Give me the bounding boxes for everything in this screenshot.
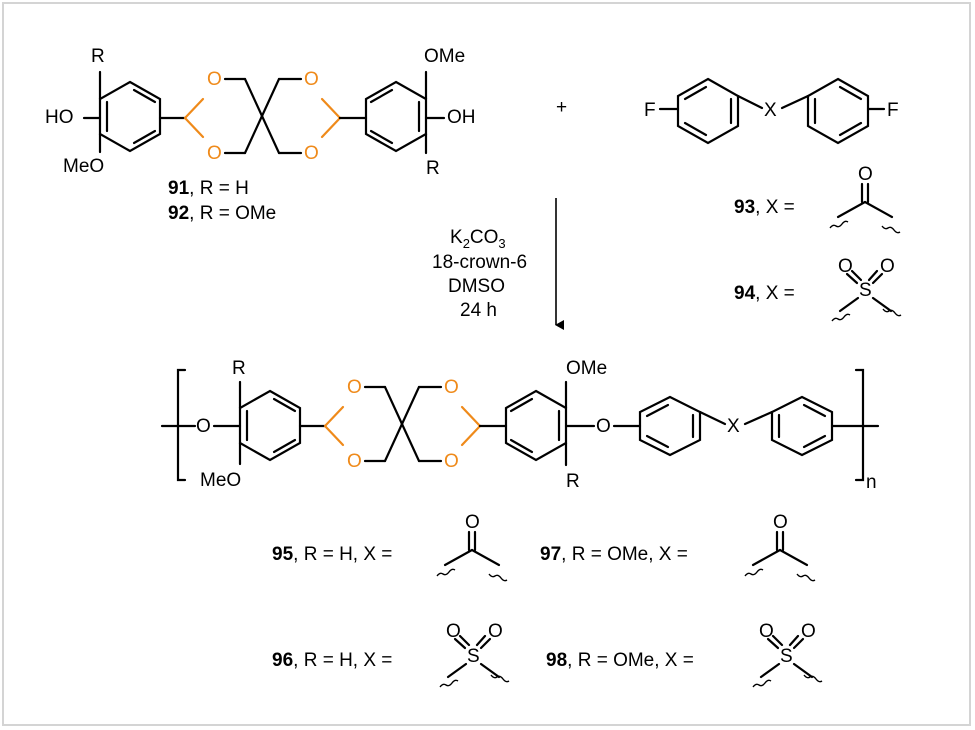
atom-r-bottom-right: R [426, 158, 440, 179]
atom-o-sulfonyl: O [446, 621, 461, 642]
plus-sign: + [556, 97, 567, 118]
condition-time: 24 h [460, 300, 497, 321]
atom-o-carbonyl: O [858, 164, 873, 185]
atom-o-sulfonyl: O [488, 621, 503, 642]
compound-label-92: 92, R = OMe [168, 203, 276, 224]
compound-label-96: 96, R = H, X = [272, 650, 392, 671]
atom-meo-left: MeO [63, 156, 104, 177]
atom-s: S [780, 646, 793, 667]
acetal-oxygen: O [304, 69, 319, 90]
acetal-oxygen: O [207, 143, 222, 164]
atom-o-ether: O [596, 416, 611, 437]
polymer-product: n O R MeO O O O O [160, 358, 880, 493]
atom-o-sulfonyl: O [880, 256, 895, 277]
sulfone-fragment: O O S [831, 256, 902, 322]
atom-o-carbonyl: O [465, 512, 480, 533]
left-phenol-ring [98, 80, 162, 153]
right-phenol-ring [364, 80, 428, 153]
repeat-index: n [866, 472, 877, 493]
atom-o-sulfonyl: O [759, 621, 774, 642]
atom-f-left: F [644, 100, 656, 121]
spiro-acetal-core: O O O O [183, 69, 342, 164]
compound-label-97: 97, R = OMe, X = [540, 544, 688, 565]
acetal-oxygen: O [347, 451, 362, 472]
atom-o-ether: O [196, 416, 211, 437]
compound-label-94: 94, X = [734, 283, 795, 304]
atom-meo-polymer: MeO [200, 470, 241, 491]
sulfone-fragment: O O S [439, 621, 510, 688]
acetal-oxygen: O [444, 451, 459, 472]
atom-o-sulfonyl: O [801, 621, 816, 642]
atom-s: S [859, 280, 872, 301]
sulfone-fragment: O O S [752, 621, 823, 688]
compound-label-98: 98, R = OMe, X = [546, 650, 694, 671]
compound-label-95: 95, R = H, X = [272, 544, 392, 565]
acetal-oxygen: O [304, 143, 319, 164]
atom-s: S [467, 646, 480, 667]
condition-solvent: DMSO [448, 276, 505, 297]
compound-label-93: 93, X = [734, 197, 795, 218]
atom-r-polymer-top: R [232, 358, 246, 379]
atom-x-polymer: X [727, 416, 740, 437]
reactant-difluoro: F X F [644, 77, 899, 145]
atom-x-linker: X [764, 100, 777, 121]
acetal-oxygen: O [207, 69, 222, 90]
acetal-oxygen: O [444, 377, 459, 398]
reactant-spiro-diphenol: R HO MeO O O O O [45, 46, 476, 179]
atom-ho-left: HO [45, 107, 74, 128]
atom-r-polymer-bottom: R [566, 471, 580, 492]
ketone-fragment: O [744, 512, 816, 582]
compound-label-91: 91, R = H [168, 178, 249, 199]
atom-o-sulfonyl: O [838, 256, 853, 277]
atom-f-right: F [887, 100, 899, 121]
condition-base: K2CO3 [450, 227, 506, 251]
condition-crown-ether: 18-crown-6 [432, 252, 527, 273]
ketone-fragment: O [829, 164, 901, 234]
ketone-fragment: O [436, 512, 508, 582]
atom-r-top-left: R [91, 46, 105, 67]
acetal-oxygen: O [347, 377, 362, 398]
atom-oh-right: OH [447, 107, 476, 128]
atom-o-carbonyl: O [773, 512, 788, 533]
atom-ome-polymer: OMe [566, 358, 607, 379]
atom-ome-right: OMe [424, 46, 465, 67]
